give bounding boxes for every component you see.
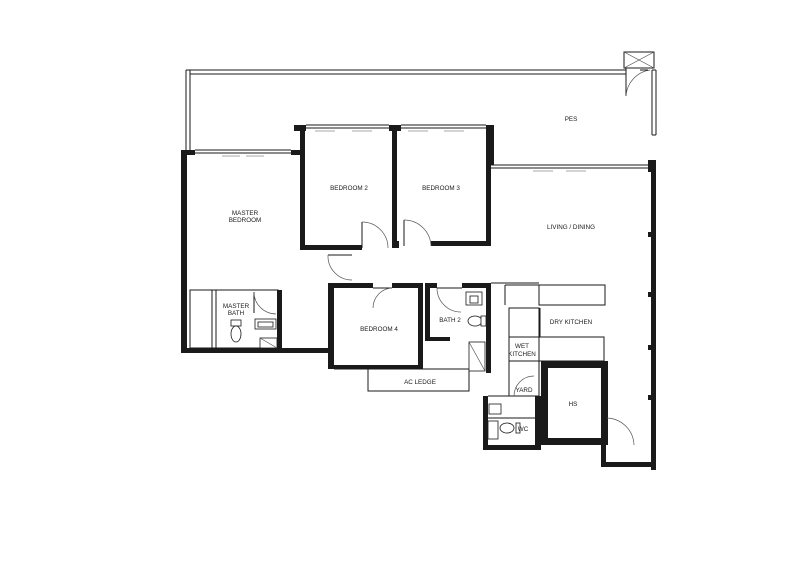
label-wc: WC <box>518 426 529 433</box>
label-ac-ledge: AC LEDGE <box>404 379 436 386</box>
label-master-bath-2: BATH <box>228 310 245 317</box>
pes-railing <box>185 69 657 150</box>
label-hs: HS <box>569 401 578 408</box>
pes-gate <box>623 51 655 97</box>
label-bedroom-2: BEDROOM 2 <box>330 185 368 192</box>
label-yard: YARD <box>515 387 532 394</box>
walls[interactable] <box>181 125 656 470</box>
doors[interactable] <box>253 219 635 446</box>
label-bedroom-4: BEDROOM 4 <box>360 326 398 333</box>
label-bedroom-3: BEDROOM 3 <box>422 185 460 192</box>
label-wet-kitchen-2: KITCHEN <box>508 351 536 358</box>
label-pes: PES <box>565 116 578 123</box>
label-living-dining: LIVING / DINING <box>547 224 595 231</box>
label-dry-kitchen: DRY KITCHEN <box>550 319 593 326</box>
label-master-bedroom-2: BEDROOM <box>229 217 262 224</box>
room-labels: PES BEDROOM 2 BEDROOM 3 MASTER BEDROOM L… <box>223 116 595 433</box>
fixtures <box>230 291 521 440</box>
label-bath-2: BATH 2 <box>439 317 461 324</box>
window-markers <box>222 130 586 172</box>
thin-lines <box>189 124 651 419</box>
label-master-bedroom-1: MASTER <box>232 210 259 217</box>
label-master-bath-1: MASTER <box>223 303 250 310</box>
label-wet-kitchen-1: WET <box>515 343 529 350</box>
